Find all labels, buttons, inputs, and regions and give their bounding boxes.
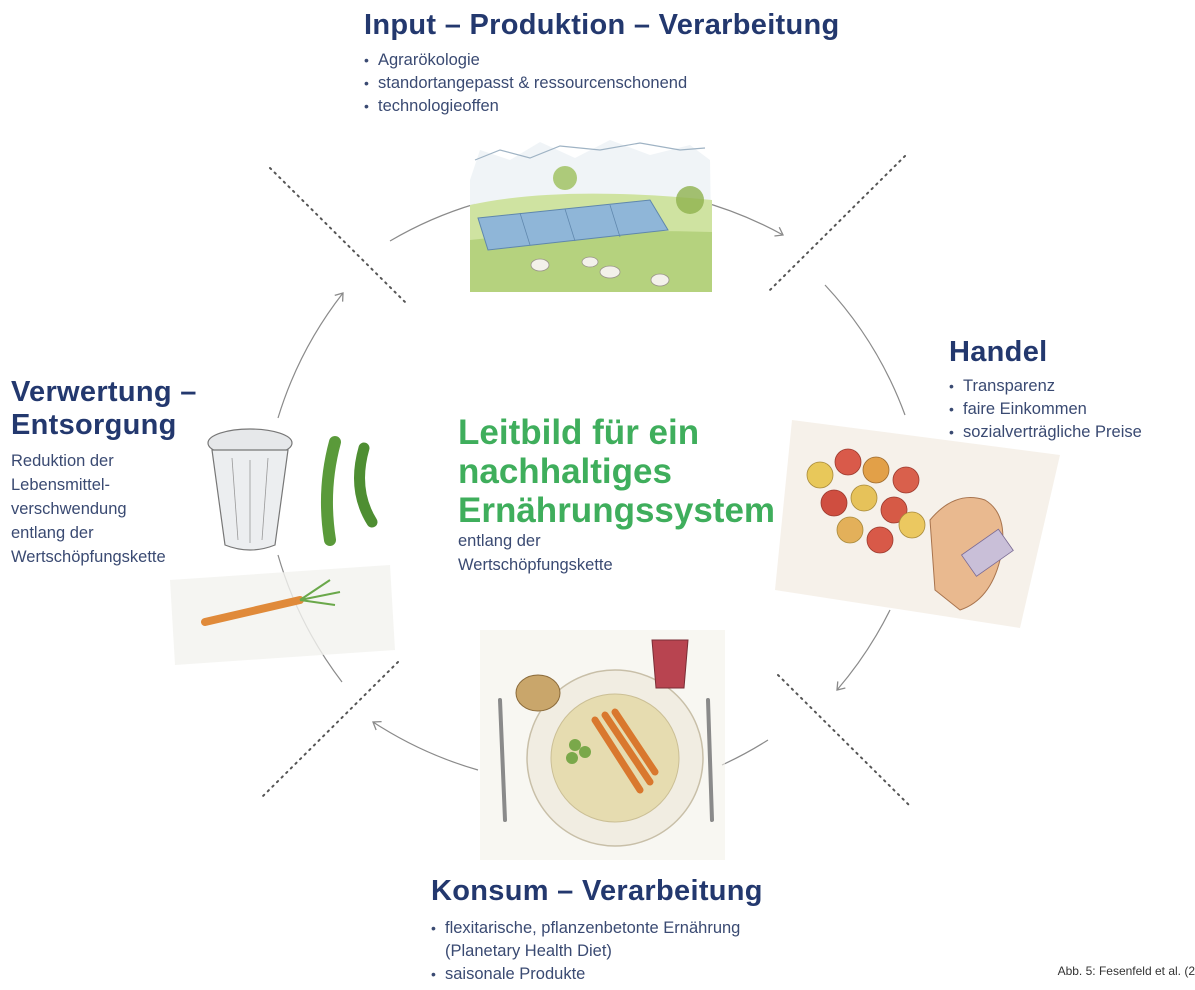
section-title-verwertung-line2: Entsorgung xyxy=(11,409,177,441)
konsum-bullet-list: flexitarische, pflanzenbetonte Ernährung… xyxy=(431,917,740,986)
konsum-bullet-item: flexitarische, pflanzenbetonte Ernährung… xyxy=(431,917,740,963)
apples-hand-money-illustration xyxy=(775,420,1060,628)
input-bullet-item: technologieoffen xyxy=(364,95,687,118)
divider-top-left xyxy=(269,167,406,303)
section-title-handel: Handel xyxy=(949,336,1048,368)
cycle-arc-right-upper xyxy=(824,284,906,416)
verwertung-text-line: Lebensmittel- xyxy=(11,476,111,494)
handel-bullet-list: Transparenz faire Einkommen sozialverträ… xyxy=(949,375,1142,444)
konsum-bullet-text: flexitarische, pflanzenbetonte Ernährung xyxy=(445,919,741,937)
konsum-bullet-text-continued: (Planetary Health Diet) xyxy=(445,942,612,960)
divider-bottom-left xyxy=(261,661,399,798)
handel-bullet-item: faire Einkommen xyxy=(949,398,1142,421)
divider-top-right xyxy=(769,155,906,291)
center-title-line: Leitbild für ein xyxy=(458,413,700,452)
cycle-arc-right-lower xyxy=(836,609,891,691)
verwertung-description: Reduktion der Lebensmittel- verschwendun… xyxy=(11,449,166,569)
handel-bullet-item: sozialverträgliche Preise xyxy=(949,421,1142,444)
center-title-line: Ernährungssystem xyxy=(458,491,776,530)
verwertung-text-line: Reduktion der xyxy=(11,452,114,470)
verwertung-text-line: entlang der xyxy=(11,524,94,542)
plate-meal-illustration xyxy=(480,630,725,860)
center-subtitle-line: entlang der xyxy=(458,532,541,550)
trash-can-cucumbers-carrot-illustration xyxy=(170,428,395,665)
landscape-solar-sheep-illustration xyxy=(470,140,712,292)
center-subtitle-line: Wertschöpfungskette xyxy=(458,556,613,574)
konsum-bullet-text: saisonale Produkte xyxy=(445,965,586,983)
verwertung-text-line: verschwendung xyxy=(11,500,127,518)
center-subtitle: entlang der Wertschöpfungskette xyxy=(458,529,613,577)
cycle-arc-bottom-right xyxy=(721,739,769,766)
center-title: Leitbild für ein nachhaltiges Ernährungs… xyxy=(458,413,775,530)
center-title-line: nachhaltiges xyxy=(458,452,672,491)
input-bullet-item: standortangepasst & ressourcenschonend xyxy=(364,72,687,95)
section-title-verwertung-line1: Verwertung – xyxy=(11,376,197,408)
section-title-input: Input – Produktion – Verarbeitung xyxy=(364,9,840,41)
verwertung-text-line: Wertschöpfungskette xyxy=(11,548,166,566)
cycle-arc-left-upper xyxy=(277,292,344,419)
input-bullet-item: Agrarökologie xyxy=(364,49,687,72)
handel-bullet-item: Transparenz xyxy=(949,375,1142,398)
section-title-konsum: Konsum – Verarbeitung xyxy=(431,875,763,907)
figure-caption: Abb. 5: Fesenfeld et al. (2 xyxy=(1057,964,1195,978)
cycle-arc-bottom-left xyxy=(372,720,479,771)
konsum-bullet-item: saisonale Produkte xyxy=(431,963,740,986)
divider-bottom-right xyxy=(777,674,911,807)
input-bullet-list: Agrarökologie standortangepasst & ressou… xyxy=(364,49,687,118)
cycle-arc-top-left xyxy=(389,203,476,242)
